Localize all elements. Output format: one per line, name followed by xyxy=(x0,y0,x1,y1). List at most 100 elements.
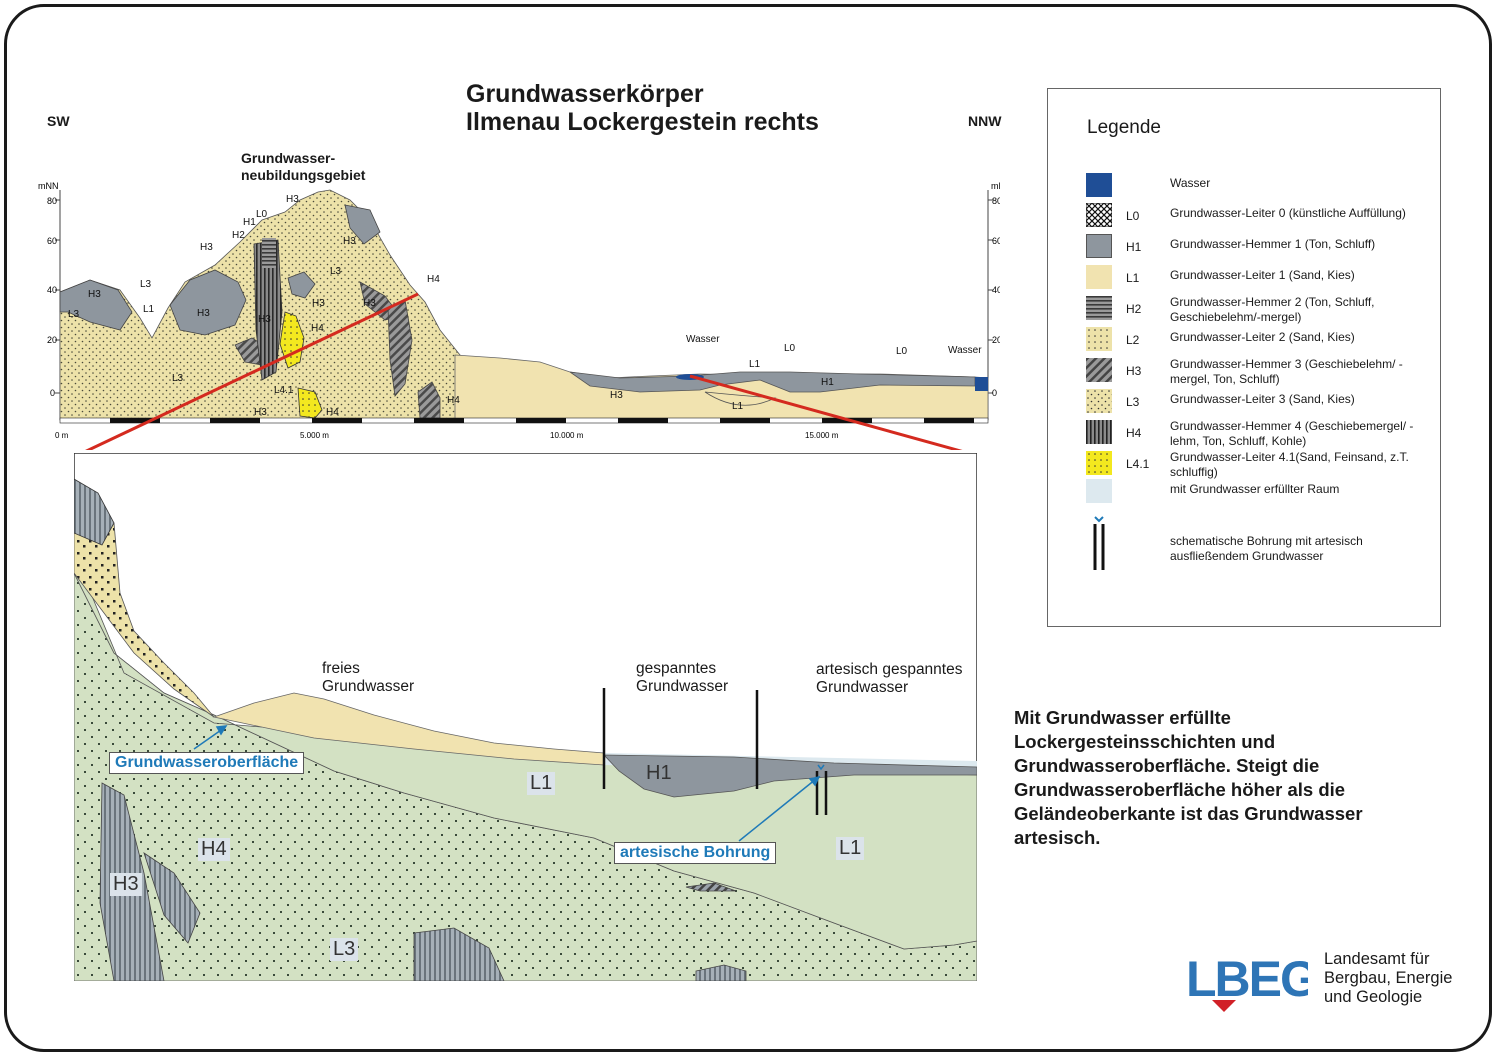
x-tick: 10.000 m xyxy=(550,431,584,440)
layer-l1-lens xyxy=(704,391,777,406)
label: H1 xyxy=(821,377,834,388)
label: H3 xyxy=(258,314,271,325)
label: H3 xyxy=(200,242,213,253)
layer-h3-mid xyxy=(287,271,316,299)
inset-h4-top xyxy=(74,478,115,546)
legend-item-l4-1: L4.1 Grundwasser-Leiter 4.1(Sand, Feinsa… xyxy=(1086,449,1436,479)
inset-label-h3: H3 xyxy=(110,873,142,896)
y-tick: 20 xyxy=(992,335,1000,345)
inset-label-l3: L3 xyxy=(330,938,359,961)
label: L1 xyxy=(732,401,744,412)
label: H4 xyxy=(311,323,324,334)
layer-h4-column xyxy=(253,239,283,381)
inset-sand-free xyxy=(212,692,605,766)
legend-swatch xyxy=(1086,173,1112,197)
legend-item-h4: H4 Grundwasser-Hemmer 4 (Geschiebemergel… xyxy=(1086,418,1436,448)
label: L0 xyxy=(784,343,796,354)
legend-panel: Legende Wasser L0 Grundwasser-Leiter 0 (… xyxy=(1047,88,1441,627)
legend-item-l1: L1 Grundwasser-Leiter 1 (Sand, Kies) xyxy=(1086,263,1436,293)
layer-h3-top xyxy=(344,204,381,245)
label: L0 xyxy=(896,346,908,357)
page-title: Grundwasserkörper Ilmenau Lockergestein … xyxy=(466,80,819,136)
y-tick: 0 xyxy=(992,388,997,398)
label: H3 xyxy=(254,407,267,418)
label-confined-groundwater: gespanntes Grundwasser xyxy=(636,660,729,695)
y-tick: 60 xyxy=(47,236,57,246)
legend-swatch xyxy=(1086,234,1112,258)
label: L1 xyxy=(143,304,155,315)
label: H3 xyxy=(343,236,356,247)
direction-sw: SW xyxy=(47,113,70,129)
legend-swatch xyxy=(1086,358,1112,382)
label: H2 xyxy=(232,230,245,241)
layer-h3-left xyxy=(59,279,133,331)
label: H4 xyxy=(427,274,440,285)
layer-h2 xyxy=(262,238,276,268)
inset-detail xyxy=(74,453,977,981)
artesian-bore-icon xyxy=(1093,516,1105,570)
lbeg-logo: LBEG xyxy=(1186,952,1308,1012)
label: H3 xyxy=(312,298,325,309)
legend-swatch xyxy=(1086,389,1112,413)
inset-label-l1-left: L1 xyxy=(527,772,556,795)
y-unit-left: mNN xyxy=(38,181,59,191)
layer-l1-plain xyxy=(454,354,989,421)
legend-swatch xyxy=(1086,420,1112,444)
y-tick: 20 xyxy=(47,335,57,345)
water-right xyxy=(975,377,988,391)
inset-h3-lens-diag xyxy=(685,882,737,892)
legend-item-l2: L2 Grundwasser-Leiter 2 (Sand, Kies) xyxy=(1086,325,1436,355)
recharge-area-annotation: Grundwasser- neubildungsgebiet xyxy=(241,150,366,183)
y-tick: 0 xyxy=(50,388,55,398)
layer-l4-1-upper xyxy=(279,311,305,369)
legend-item-l3: L3 Grundwasser-Leiter 3 (Sand, Kies) xyxy=(1086,387,1436,417)
label: Wasser xyxy=(686,334,720,345)
legend-item-wasser: Wasser xyxy=(1086,171,1436,201)
legend-title: Legende xyxy=(1087,117,1161,138)
x-tick: 15.000 m xyxy=(805,431,839,440)
legend-item-h2: H2 Grundwasser-Hemmer 2 (Ton, Schluff, G… xyxy=(1086,294,1436,324)
label: H3 xyxy=(88,289,101,300)
legend-swatch xyxy=(1086,479,1112,503)
logo-text: Landesamt für Bergbau, Energie und Geolo… xyxy=(1324,950,1453,1006)
y-tick: 80 xyxy=(992,196,1000,206)
inset-label-l1-right: L1 xyxy=(836,837,865,860)
x-tick: 0 m xyxy=(55,431,69,440)
legend-item-h1: H1 Grundwasser-Hemmer 1 (Ton, Schluff) xyxy=(1086,232,1436,262)
inset-l2 xyxy=(74,512,215,718)
label: H1 xyxy=(243,217,256,228)
legend-item-l0: L0 Grundwasser-Leiter 0 (künstliche Auff… xyxy=(1086,201,1436,231)
label: L1 xyxy=(749,359,761,370)
y-tick: 80 xyxy=(47,196,57,206)
label: L0 xyxy=(256,209,268,220)
label: L3 xyxy=(172,373,184,384)
direction-nnw: NNW xyxy=(968,113,1002,129)
legend-swatch xyxy=(1086,265,1112,289)
y-ticks-left: 80 60 40 20 0 xyxy=(47,196,57,398)
logo-triangle xyxy=(1212,1000,1236,1012)
inset-label-h1: H1 xyxy=(646,762,672,784)
label: H3 xyxy=(363,298,376,309)
geological-profile: mNN mNN 80 60 40 20 0 80 60 40 20 0 xyxy=(38,181,1000,450)
label: L4.1 xyxy=(274,385,294,396)
layer-h3-block xyxy=(169,269,247,336)
label: H3 xyxy=(286,194,299,205)
y-tick: 40 xyxy=(47,285,57,295)
y-tick: 40 xyxy=(992,285,1000,295)
y-ticks-right: 80 60 40 20 0 xyxy=(992,196,1000,398)
label: L3 xyxy=(140,279,152,290)
legend-swatch xyxy=(1086,203,1112,227)
scale-bar xyxy=(59,417,989,424)
explanation-text: Mit Grundwasser erfüllte Lockergesteinss… xyxy=(1014,707,1363,848)
label: H3 xyxy=(610,390,623,401)
inset-h4-lower xyxy=(143,852,201,944)
callout-groundwater-surface: Grundwasseroberfläche xyxy=(109,752,305,774)
layer-h3-diag-d xyxy=(417,381,441,419)
legend-swatch xyxy=(1086,451,1112,475)
label-free-groundwater: freies Grundwasser xyxy=(322,660,415,695)
layer-h1-plain xyxy=(569,371,976,393)
legend-item-h3: H3 Grundwasser-Hemmer 3 (Geschiebelehm/ … xyxy=(1086,356,1436,386)
label: H3 xyxy=(197,308,210,319)
callout-arrows xyxy=(193,725,821,842)
x-ticks: 0 m 5.000 m 10.000 m 15.000 m xyxy=(55,431,839,440)
